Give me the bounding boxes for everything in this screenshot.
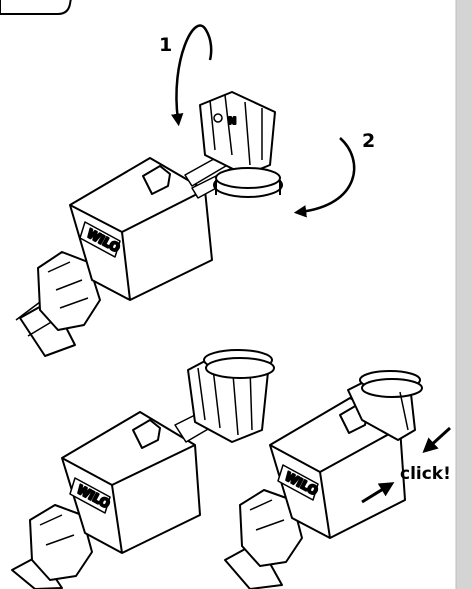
arrow-1-label: 1 xyxy=(159,34,172,56)
bottom-right-connector-housing xyxy=(269,397,406,539)
bottom-left-connector-illustration: WILO xyxy=(11,349,275,589)
top-connector-illustration: WILO N xyxy=(15,24,356,357)
step-number-box xyxy=(0,0,72,15)
top-terminal-insert xyxy=(199,91,276,176)
side-bar xyxy=(456,0,472,589)
click-arrow-lower-icon xyxy=(361,482,395,504)
arrow-2-icon xyxy=(293,137,356,218)
click-arrow-upper-icon xyxy=(422,426,452,454)
arrow-2-label: 2 xyxy=(362,130,375,152)
svg-text:N: N xyxy=(228,116,236,127)
click-label: click! xyxy=(400,464,451,484)
arrow-1-icon xyxy=(170,24,213,127)
bottom-right-connector-illustration: WILO xyxy=(224,370,423,589)
top-connector-housing xyxy=(69,157,213,301)
bottom-left-connector-housing xyxy=(61,411,201,554)
